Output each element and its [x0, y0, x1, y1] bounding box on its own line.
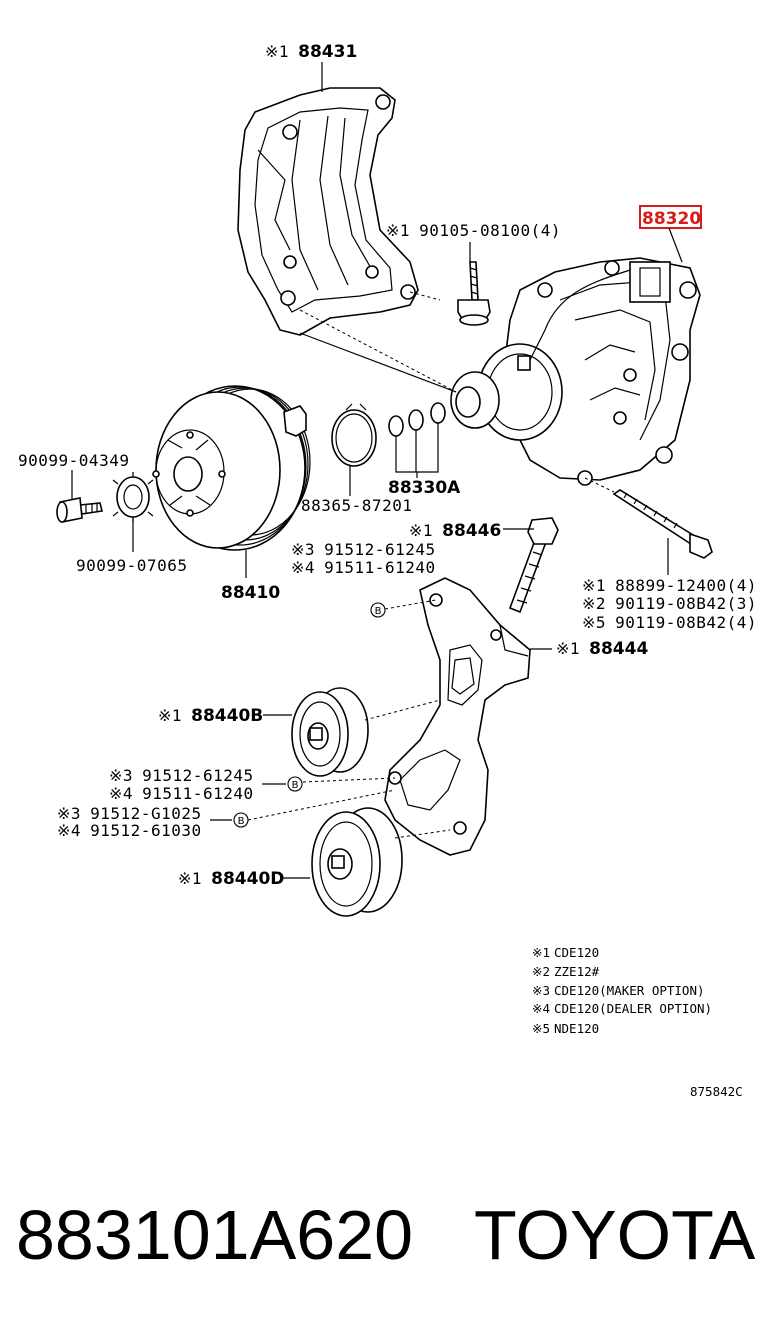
footnote-mark: ※3 — [109, 766, 133, 785]
label-88320: 88320 — [642, 209, 701, 229]
note-text: ZZE12# — [554, 964, 600, 979]
note-line: ※4 CDE120(DEALER OPTION) — [532, 1001, 712, 1016]
label-88440b: ※1 88440B — [158, 706, 263, 726]
part-code: 88440D — [211, 869, 284, 889]
footnote-mark: ※5 — [582, 613, 606, 632]
callout-b-2: B — [287, 776, 303, 792]
callout-b-label: B — [292, 780, 299, 791]
leader-lines — [71, 62, 683, 879]
label-90099-04349: 90099-04349 — [18, 451, 129, 470]
label-90119-08b42-a: ※2 90119-08B42(3) — [582, 594, 757, 613]
bolt-90105 — [457, 261, 491, 326]
note-text: NDE120 — [554, 1021, 599, 1036]
bolt-88899 — [612, 489, 713, 559]
note-text: CDE120(MAKER OPTION) — [554, 983, 705, 998]
label-91512-61245-a: ※3 91512-61245 — [291, 540, 436, 559]
part-code: 90099-04349 — [18, 451, 129, 470]
callout-b-3: B — [233, 812, 249, 828]
footnote-mark: ※1 — [582, 576, 606, 595]
snap-ring-88365 — [331, 403, 377, 467]
note-mark: ※4 — [532, 1001, 550, 1016]
callout-b-1: B — [370, 602, 386, 618]
bolt-90099-04349 — [56, 497, 103, 523]
label-88899-12400: ※1 88899-12400(4) — [582, 576, 757, 595]
brand-name: TOYOTA — [474, 1196, 756, 1274]
footnote-mark: ※3 — [57, 804, 81, 823]
idler-pulley-88440b — [291, 687, 369, 777]
shims-88330a — [388, 402, 446, 473]
part-code: 91512-61245 — [142, 766, 253, 785]
note-mark: ※5 — [532, 1021, 550, 1036]
footnote-mark: ※1 — [265, 42, 289, 61]
label-88365-87201: 88365-87201 — [301, 496, 412, 515]
bolt-88446 — [508, 517, 559, 614]
highlight-box-88320 — [639, 205, 702, 229]
label-88431: ※1 88431 — [265, 42, 357, 62]
footnote-mark: ※4 — [57, 821, 81, 840]
parts-diagram: B B B ※1 88431 ※1 90105-08100(4) 88320 9… — [18, 42, 757, 1099]
footnote-mark: ※4 — [291, 558, 315, 577]
footnote-mark: ※1 — [556, 639, 580, 658]
part-code: 88446 — [442, 521, 501, 541]
label-91511-61240-b: ※4 91511-61240 — [109, 784, 254, 803]
part-code: 88440B — [191, 706, 263, 726]
label-91512-61030: ※4 91512-61030 — [57, 821, 202, 840]
label-88446: ※1 88446 — [409, 521, 501, 541]
label-90099-07065: 90099-07065 — [76, 556, 187, 575]
footnote-mark: ※1 — [409, 521, 433, 540]
part-code: 88899-12400(4) — [615, 576, 757, 595]
bracket-88444 — [384, 577, 531, 856]
footnote-mark: ※4 — [109, 784, 133, 803]
footnote-mark: ※3 — [291, 540, 315, 559]
part-code: 91511-61240 — [324, 558, 435, 577]
label-88330a: 88330A — [388, 478, 461, 498]
note-line: ※3 CDE120(MAKER OPTION) — [532, 983, 705, 998]
part-code: 88431 — [298, 42, 357, 62]
label-88440d: ※1 88440D — [178, 869, 284, 889]
pulley-88410 — [152, 385, 311, 551]
note-line: ※2 ZZE12# — [532, 964, 600, 979]
label-88410: 88410 — [221, 583, 280, 603]
applicability-notes: ※1 CDE120 ※2 ZZE12# ※3 CDE120(MAKER OPTION)… — [532, 945, 712, 1036]
label-91511-61240-a: ※4 91511-61240 — [291, 558, 436, 577]
diagram-id: 875842C — [690, 1084, 743, 1099]
compressor-88320 — [450, 257, 701, 486]
label-90119-08b42-b: ※5 90119-08B42(4) — [582, 613, 757, 632]
part-code: 90105-08100(4) — [419, 221, 561, 240]
part-code: 90119-08B42(4) — [615, 613, 757, 632]
label-88444: ※1 88444 — [556, 639, 648, 659]
label-91512-61245-b: ※3 91512-61245 — [109, 766, 254, 785]
note-mark: ※2 — [532, 964, 550, 979]
label-91512-g1025: ※3 91512-G1025 — [57, 804, 202, 823]
part-code: 90119-08B42(3) — [615, 594, 757, 613]
callout-b-label: B — [238, 816, 245, 827]
part-code: 90099-07065 — [76, 556, 187, 575]
part-code: 88444 — [589, 639, 648, 659]
callout-b-label: B — [375, 606, 382, 617]
note-mark: ※1 — [532, 945, 550, 960]
note-line: ※1 CDE120 — [532, 945, 599, 960]
part-code: 91511-61240 — [142, 784, 253, 803]
part-code-highlighted: 88320 — [642, 209, 701, 229]
part-code: 91512-61245 — [324, 540, 435, 559]
note-text: CDE120 — [554, 945, 599, 960]
part-number: 883101A620 — [16, 1196, 414, 1274]
footnote-mark: ※2 — [582, 594, 606, 613]
note-mark: ※3 — [532, 983, 550, 998]
part-code: 88365-87201 — [301, 496, 412, 515]
footnote-mark: ※1 — [158, 706, 182, 725]
label-90105: ※1 90105-08100(4) — [386, 221, 561, 240]
note-text: CDE120(DEALER OPTION) — [554, 1001, 712, 1016]
part-code: 88330A — [388, 478, 461, 498]
idler-pulley-88440d — [311, 807, 403, 917]
footnote-mark: ※1 — [178, 869, 202, 888]
part-code: 91512-G1025 — [90, 804, 201, 823]
part-code: 91512-61030 — [90, 821, 201, 840]
washer-90099-07065 — [112, 472, 154, 522]
footer: 883101A620 TOYOTA — [0, 1190, 760, 1280]
note-line: ※5 NDE120 — [532, 1021, 599, 1036]
footnote-mark: ※1 — [386, 221, 410, 240]
bracket-88431 — [237, 87, 419, 336]
part-code: 88410 — [221, 583, 280, 603]
